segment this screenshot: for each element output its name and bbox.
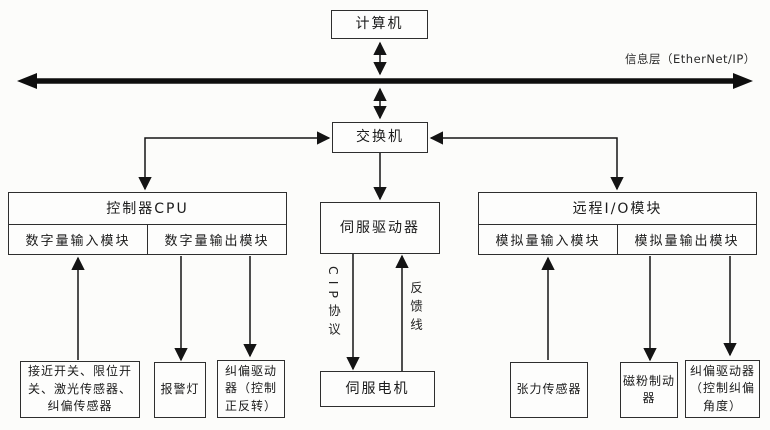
controller-io-row: 数字量输入模块 数字量输出模块 (9, 224, 286, 254)
node-tension-sensor: 张力传感器 (510, 362, 588, 418)
edge-switch-remote-io (429, 131, 624, 191)
node-remote-io-module: 远程I/O模块 (479, 193, 756, 225)
node-remote-io-block: 远程I/O模块 模拟量输入模块 模拟量输出模块 (478, 192, 757, 255)
cip-protocol-label: CIP协议 (326, 266, 341, 341)
edge-information-bus (17, 73, 753, 89)
node-deviation-driver-angle: 纠偏驱动器（控制纠偏角度） (685, 360, 760, 418)
feedback-line-label: 反馈线 (408, 281, 423, 337)
node-controller-cpu: 控制器CPU (9, 193, 286, 225)
node-analog-output-module: 模拟量输出模块 (634, 233, 740, 249)
node-computer: 计算机 (331, 10, 428, 39)
node-servo-driver: 伺服驱动器 (320, 202, 440, 254)
edge-switch-controller (138, 131, 331, 191)
remote-io-row: 模拟量输入模块 模拟量输出模块 (479, 224, 756, 254)
node-deviation-driver-fwd-rev: 纠偏驱动器（控制正反转） (217, 360, 285, 418)
node-digital-output-module: 数字量输出模块 (164, 233, 270, 249)
node-digital-input-module: 数字量输入模块 (9, 224, 148, 254)
node-magnetic-powder-brake: 磁粉制动器 (620, 362, 678, 418)
node-controller-block: 控制器CPU 数字量输入模块 数字量输出模块 (8, 192, 287, 255)
bus-label: 信息层（EtherNet/IP） (625, 52, 756, 66)
node-analog-input-module: 模拟量输入模块 (479, 224, 618, 254)
node-servo-motor: 伺服电机 (320, 371, 435, 407)
node-sensors: 接近开关、限位开关、激光传感器、纠偏传感器 (20, 361, 140, 418)
node-switch: 交换机 (332, 122, 428, 153)
node-alarm-lamp: 报警灯 (154, 362, 206, 418)
